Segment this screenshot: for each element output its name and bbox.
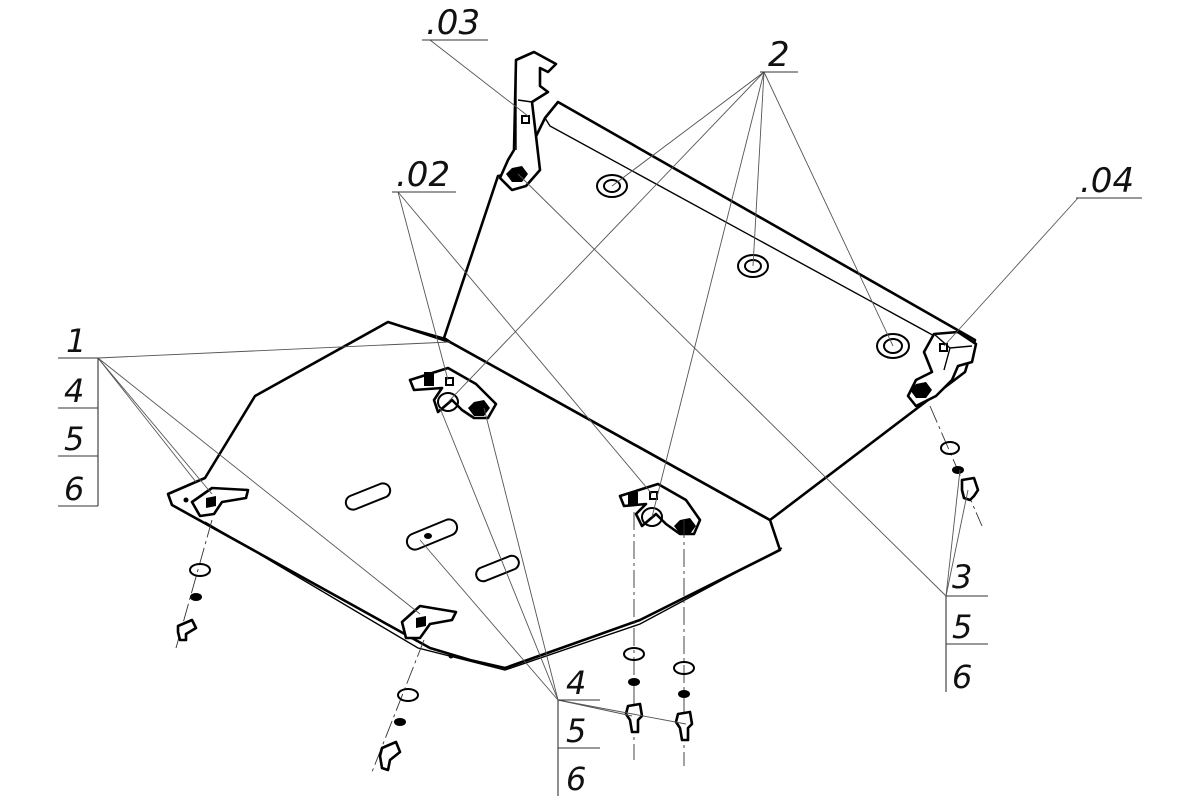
label-5-right: 5 (952, 608, 972, 646)
nut-right (910, 382, 932, 398)
skid-plate (166, 100, 977, 671)
label-6: 6 (64, 470, 84, 508)
label-03: .03 (426, 3, 480, 43)
mounting-hole-3 (876, 333, 910, 359)
label-5-bottom: 5 (566, 712, 586, 750)
fastener-stack-right (929, 405, 983, 527)
slot-2 (405, 518, 459, 551)
bolt-icon (176, 618, 198, 642)
bracket-04 (906, 330, 978, 408)
callout-02: .02 (392, 155, 456, 195)
fastener-stack-left (175, 519, 213, 649)
callout-2: 2 (760, 35, 798, 75)
label-04: .04 (1080, 161, 1134, 201)
label-1: 1 (66, 322, 86, 360)
callout-stack-left: 1 4 5 6 (58, 322, 99, 508)
bracket-02-left (408, 366, 498, 420)
slot-1 (344, 482, 392, 511)
callout-03: .03 (422, 3, 488, 43)
label-4: 4 (64, 372, 84, 410)
label-2: 2 (768, 35, 790, 75)
fold-line (387, 321, 445, 339)
callout-04: .04 (1076, 161, 1142, 201)
label-3: 3 (952, 558, 972, 596)
label-02: .02 (396, 155, 450, 195)
bracket-02-right (618, 482, 702, 536)
callout-stack-bottom: 4 5 6 (557, 664, 600, 798)
leader-lines (97, 39, 1079, 725)
slot-3 (475, 554, 520, 583)
label-6-bottom: 6 (566, 760, 586, 798)
front-bracket-right (400, 604, 458, 640)
fastener-stack-bottom-mid (623, 512, 645, 760)
label-5: 5 (64, 420, 84, 458)
spring-washer-icon (190, 593, 202, 601)
front-bracket-left (183, 486, 250, 518)
skid-plate-bottom (166, 320, 782, 670)
fastener-stack-bottom-right (673, 520, 695, 766)
skid-plate-lower-edge (204, 521, 783, 671)
label-6-right: 6 (952, 658, 972, 696)
washer-icon (189, 563, 211, 577)
callout-stack-right: 3 5 6 (945, 558, 988, 696)
fastener-stack-bottom-left (371, 639, 425, 773)
rear-wall-rim (544, 117, 961, 351)
small-hole (448, 653, 454, 659)
mounting-hole-1 (596, 174, 628, 198)
label-4-bottom: 4 (566, 664, 586, 702)
